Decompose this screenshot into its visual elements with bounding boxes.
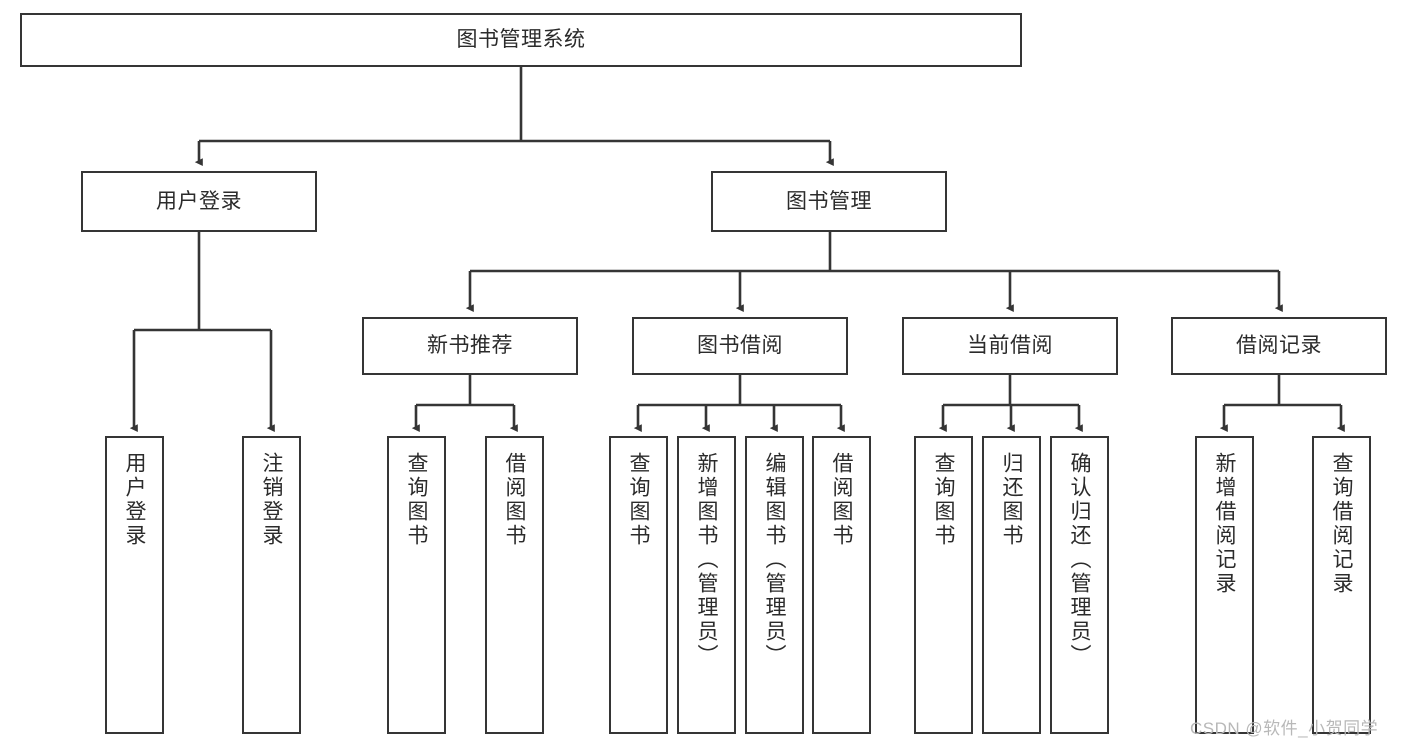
node-book-management[interactable]: 图书管理 xyxy=(711,171,947,232)
node-borrow-record[interactable]: 借阅记录 xyxy=(1171,317,1387,375)
node-label: 查询图书 xyxy=(932,452,955,548)
edge-group-current-borrow xyxy=(938,375,1083,433)
node-label: 新增借阅记录 xyxy=(1213,452,1236,596)
edge-group-new-book-recommend xyxy=(411,375,518,433)
node-user-login[interactable]: 用户登录 xyxy=(81,171,317,232)
node-new-book-recommend[interactable]: 新书推荐 xyxy=(362,317,578,375)
leaf-current-return-book[interactable]: 归还图书 xyxy=(982,436,1041,734)
node-label: 图书管理 xyxy=(786,189,872,213)
node-label: 归还图书 xyxy=(1000,452,1023,548)
node-label: 查询图书 xyxy=(627,452,650,548)
leaf-record-query-borrow-record[interactable]: 查询借阅记录 xyxy=(1312,436,1371,734)
edge-group-root xyxy=(194,67,834,167)
leaf-borrow-query-book[interactable]: 查询图书 xyxy=(609,436,668,734)
edge-group-user-login xyxy=(129,232,275,433)
node-label: 用户登录 xyxy=(123,452,146,548)
leaf-current-confirm-return-admin[interactable]: 确认归还（管理员） xyxy=(1050,436,1109,734)
node-label: 新增图书（管理员） xyxy=(695,452,718,668)
leaf-user-login[interactable]: 用户登录 xyxy=(105,436,164,734)
node-label: 查询图书 xyxy=(405,452,428,548)
node-book-management-system[interactable]: 图书管理系统 xyxy=(20,13,1022,67)
node-label: 图书借阅 xyxy=(697,334,783,358)
node-label: 注销登录 xyxy=(260,452,283,548)
node-label: 新书推荐 xyxy=(427,334,513,358)
leaf-borrow-add-book-admin[interactable]: 新增图书（管理员） xyxy=(677,436,736,734)
leaf-current-query-book[interactable]: 查询图书 xyxy=(914,436,973,734)
watermark-text: CSDN @软件_小贺同学 xyxy=(1190,719,1379,738)
leaf-user-logout[interactable]: 注销登录 xyxy=(242,436,301,734)
node-label: 借阅图书 xyxy=(503,452,526,548)
node-book-borrow[interactable]: 图书借阅 xyxy=(632,317,848,375)
node-label: 用户登录 xyxy=(156,189,242,213)
leaf-recommend-query-book[interactable]: 查询图书 xyxy=(387,436,446,734)
node-label: 图书管理系统 xyxy=(456,28,586,52)
edge-group-borrow-record xyxy=(1219,375,1345,433)
edge-group-book-borrow xyxy=(633,375,845,433)
leaf-borrow-borrow-book[interactable]: 借阅图书 xyxy=(812,436,871,734)
node-label: 借阅记录 xyxy=(1236,334,1322,358)
leaf-record-add-borrow-record[interactable]: 新增借阅记录 xyxy=(1195,436,1254,734)
node-label: 查询借阅记录 xyxy=(1330,452,1353,596)
node-label: 确认归还（管理员） xyxy=(1068,452,1091,668)
node-current-borrow[interactable]: 当前借阅 xyxy=(902,317,1118,375)
node-label: 借阅图书 xyxy=(830,452,853,548)
node-label: 编辑图书（管理员） xyxy=(763,452,786,668)
leaf-borrow-edit-book-admin[interactable]: 编辑图书（管理员） xyxy=(745,436,804,734)
edge-group-book-management xyxy=(465,232,1283,313)
csdn-watermark: CSDN @软件_小贺同学 xyxy=(1190,714,1378,739)
leaf-recommend-borrow-book[interactable]: 借阅图书 xyxy=(485,436,544,734)
node-label: 当前借阅 xyxy=(967,334,1053,358)
